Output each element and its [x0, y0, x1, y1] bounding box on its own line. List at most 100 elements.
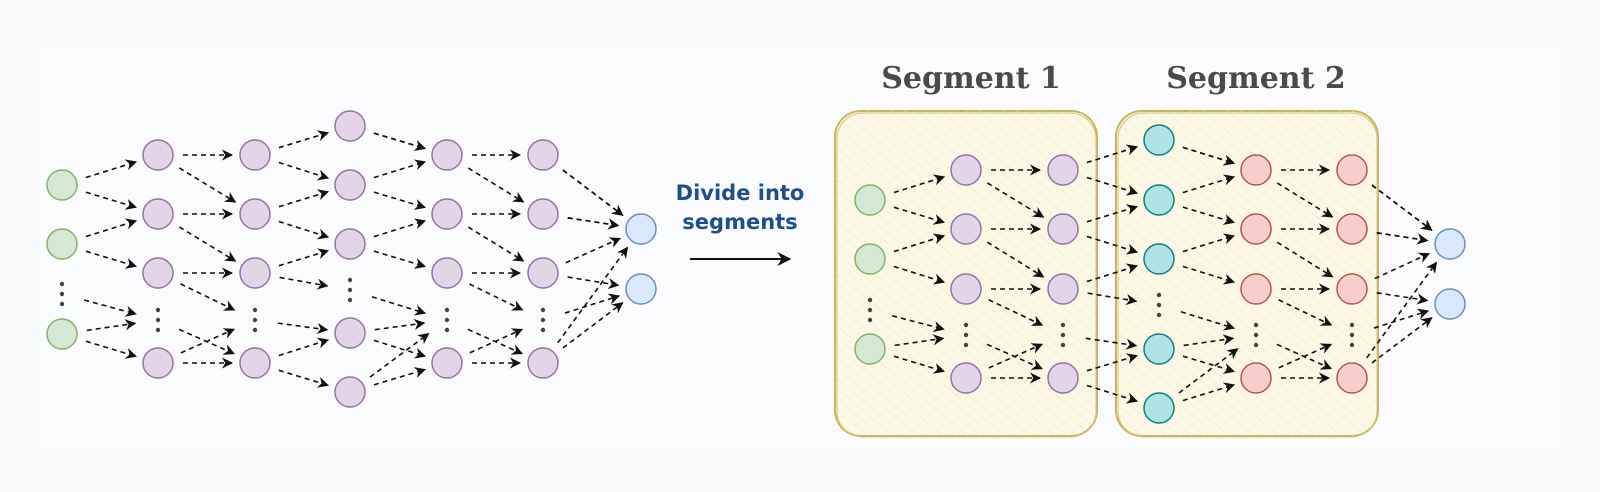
original-edge-5-1-1	[567, 216, 620, 230]
segmented-layer-4-node-1	[1240, 213, 1272, 245]
segmented-layer-1-node-2	[950, 273, 982, 305]
segmented-layer-2-node-2	[1047, 273, 1079, 305]
original-layer-0-node-2	[46, 318, 78, 350]
segmented-edge-4-2-1	[1278, 299, 1333, 326]
segmented-edge-3-ellipsis	[1180, 311, 1236, 331]
original-layer-3-node-4	[334, 376, 366, 408]
segmented-layer-5-node-0	[1336, 154, 1368, 186]
segmented-edge-5-1-1	[1376, 231, 1429, 245]
original-edge-2-1-0	[278, 189, 330, 208]
segmented-edge-1-1-1	[986, 241, 1045, 278]
original-edge-5-0-1	[562, 169, 624, 216]
segment-2-title: Segment 2	[1166, 61, 1346, 96]
original-layer-0-ellipsis	[59, 281, 65, 307]
original-layer-2-ellipsis	[252, 307, 258, 333]
segmented-edge-4-ellipsis	[1276, 343, 1333, 370]
segmented-layer-5-ellipsis	[1349, 322, 1355, 348]
segmented-layer-1-node-0	[950, 154, 982, 186]
original-layer-2-node-2	[239, 257, 271, 289]
original-edge-3-1-0	[373, 159, 427, 179]
edges-layer	[83, 130, 1438, 404]
original-edge-1-0-1	[178, 167, 237, 203]
original-layer-3-ellipsis	[347, 277, 353, 303]
original-edge-5-3-1	[557, 246, 629, 344]
segmented-layer-2-node-3	[1047, 362, 1079, 394]
segmented-layer-6-node-0	[1434, 228, 1466, 260]
original-layer-4-node-3	[431, 347, 463, 379]
segmented-layer-6-node-1	[1434, 288, 1466, 320]
original-edge-4-ellipsis	[467, 328, 524, 355]
original-layer-5-node-2	[527, 257, 559, 289]
original-layer-5-ellipsis	[540, 307, 546, 333]
original-edge-0-1-1	[85, 250, 138, 269]
original-edge-2-2-1	[279, 276, 329, 290]
original-layer-1-node-0	[142, 139, 174, 171]
original-layer-0-node-1	[46, 228, 78, 260]
original-edge-0-0-0	[85, 159, 138, 179]
segmented-edge-5-2-0	[1374, 252, 1431, 280]
original-layer-3-node-2	[334, 228, 366, 260]
original-layer-1-node-3	[142, 347, 174, 379]
segmented-layer-2-ellipsis	[1060, 322, 1066, 348]
segment-2-box	[1115, 110, 1379, 438]
original-edge-3-4-1	[369, 333, 430, 378]
segmented-layer-4-ellipsis	[1253, 322, 1259, 348]
segmented-layer-4-node-0	[1240, 154, 1272, 186]
segmented-edge-1-0-1	[986, 182, 1045, 218]
segmented-edge-5-0-1	[1371, 184, 1433, 231]
original-layer-4-node-1	[431, 198, 463, 230]
segmented-edge-4-1-1	[1276, 241, 1334, 278]
segmented-edge-3-4-1	[1178, 348, 1239, 394]
segmented-layer-5-node-2	[1336, 273, 1368, 305]
original-edge-2-0-1	[278, 161, 330, 181]
original-edge-5-2-0	[565, 237, 622, 264]
original-edge-4-2-1	[469, 283, 524, 311]
transition-label-line1: Divide into	[676, 181, 805, 205]
original-layer-1-ellipsis	[155, 307, 161, 333]
original-edge-3-2-1	[373, 250, 427, 269]
segmented-layer-4-node-3	[1240, 362, 1272, 394]
original-layer-4-node-0	[431, 139, 463, 171]
segmented-edge-5-2-1	[1376, 291, 1429, 305]
segmented-layer-1-ellipsis	[963, 322, 969, 348]
transition-label-line2: segments	[682, 210, 797, 234]
original-edge-0-2-1	[85, 340, 138, 359]
original-layer-4-ellipsis	[444, 307, 450, 333]
original-edge-1-ellipsis	[178, 328, 235, 355]
segmented-edge-4-0-1	[1276, 182, 1334, 218]
segmented-layer-2-node-1	[1047, 213, 1079, 245]
segmented-edge-1-ellipsis	[986, 343, 1043, 370]
segmented-layer-3-ellipsis	[1156, 292, 1162, 318]
segmented-layer-0-node-1	[854, 243, 886, 275]
segmented-edge-1-2-1	[988, 298, 1044, 326]
original-edge-3-1-1	[373, 191, 427, 210]
segmented-edge-5-ellipsis	[1373, 308, 1430, 329]
segmented-layer-3-node-4	[1143, 392, 1175, 424]
nodes-layer	[46, 110, 1466, 424]
segmented-layer-0-node-0	[854, 184, 886, 216]
segmented-layer-1-node-3	[950, 362, 982, 394]
segmented-layer-3-node-1	[1143, 184, 1175, 216]
segmented-layer-4-node-2	[1240, 273, 1272, 305]
original-edge-1-1-1	[178, 226, 237, 262]
original-edge-2-1-1	[278, 220, 330, 240]
original-edge-5-3-0	[562, 302, 624, 349]
original-edge-2-2-0	[278, 248, 330, 267]
original-layer-3-node-3	[334, 317, 366, 349]
original-edge-0-1-0	[85, 218, 138, 238]
original-edge-2-3-1	[278, 369, 330, 388]
original-edge-0-0-1	[85, 191, 138, 210]
segment-1-title: Segment 1	[881, 61, 1061, 96]
original-layer-6-node-0	[625, 213, 657, 245]
original-edge-0-ellipsis	[83, 299, 137, 317]
original-layer-0-node-0	[46, 169, 78, 201]
original-edge-3-ellipsis	[371, 296, 427, 316]
original-layer-4-node-2	[431, 257, 463, 289]
original-edge-2-3-0	[278, 337, 330, 357]
original-layer-5-node-3	[527, 347, 559, 379]
segmented-layer-1-node-1	[950, 213, 982, 245]
segmented-layer-3-node-0	[1143, 124, 1175, 156]
segmented-layer-5-node-3	[1336, 362, 1368, 394]
original-edge-5-2-1	[567, 276, 620, 290]
